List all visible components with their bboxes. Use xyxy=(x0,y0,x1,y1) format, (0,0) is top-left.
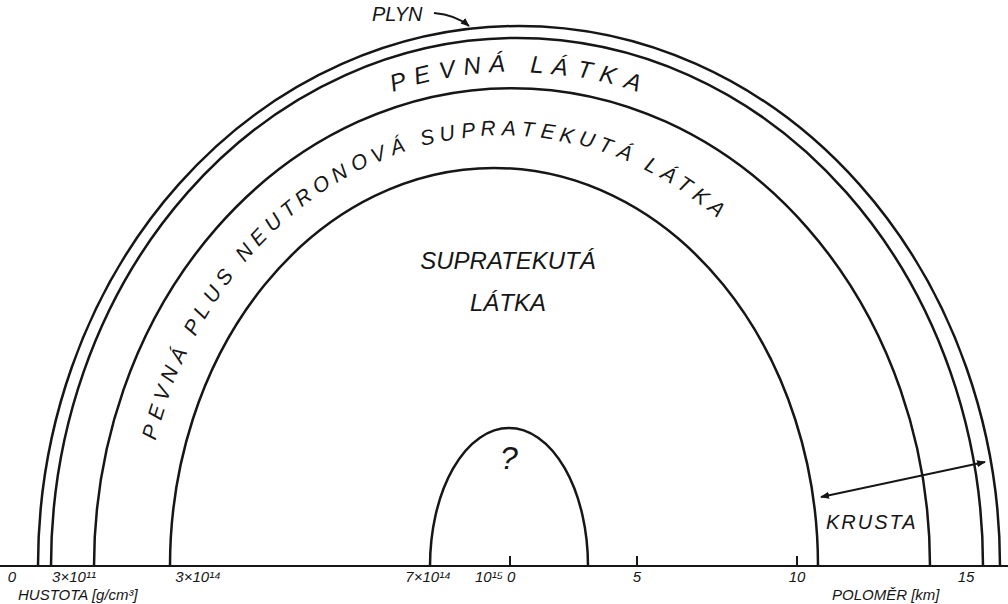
layer-label: PEVNÁ LÁTKA xyxy=(374,40,657,106)
axis-value: 0 xyxy=(507,569,515,584)
axis-value: 3×10¹⁴ xyxy=(175,569,220,584)
layer-outline xyxy=(51,38,983,566)
leader-arrow xyxy=(434,13,469,26)
layer-outline xyxy=(170,168,818,566)
inner-core: ? xyxy=(430,428,588,566)
axis-value: 15 xyxy=(958,569,975,584)
region-label: PLYN xyxy=(372,3,422,25)
crust-label: KRUSTA xyxy=(826,512,918,532)
axis-title: HUSTOTA [g/cm³] xyxy=(18,587,138,602)
region-label: ? xyxy=(497,439,521,477)
layer-label: PEVNÁ PLUS NEUTRONOVÁ SUPRATEKUTÁ LÁTKA xyxy=(129,107,738,452)
axis-title: POLOMĚR [km] xyxy=(832,587,940,602)
gas-layer: PLYNPEVNÁ LÁTKAPEVNÁ PLUS NEUTRONOVÁ SUP… xyxy=(38,26,1000,566)
layer-outline-svg xyxy=(94,88,930,566)
layer-outline xyxy=(38,26,1000,566)
axis-tick xyxy=(636,556,638,566)
axis-value: 10 xyxy=(789,569,806,584)
layer-outline xyxy=(430,428,588,566)
axis-value: 3×10¹¹ xyxy=(52,569,96,584)
region-label: SUPRATEKUTÁ LÁTKA xyxy=(398,240,618,324)
solid-superfluid-layer: PEVNÁ PLUS NEUTRONOVÁ SUPRATEKUTÁ LÁTKAS… xyxy=(94,88,930,566)
axis-line xyxy=(0,565,1008,567)
layer-outline xyxy=(94,88,930,566)
axis-tick xyxy=(509,556,511,566)
axis-value: 10¹⁵ xyxy=(475,569,503,584)
axis-value: 7×10¹⁴ xyxy=(405,569,450,584)
axis-tick xyxy=(796,556,798,566)
axis-value: 5 xyxy=(633,569,641,584)
axis-value: 0 xyxy=(8,569,16,584)
solid-layer: PEVNÁ LÁTKAPEVNÁ PLUS NEUTRONOVÁ SUPRATE… xyxy=(51,38,983,566)
dimension-arrow xyxy=(821,462,985,497)
